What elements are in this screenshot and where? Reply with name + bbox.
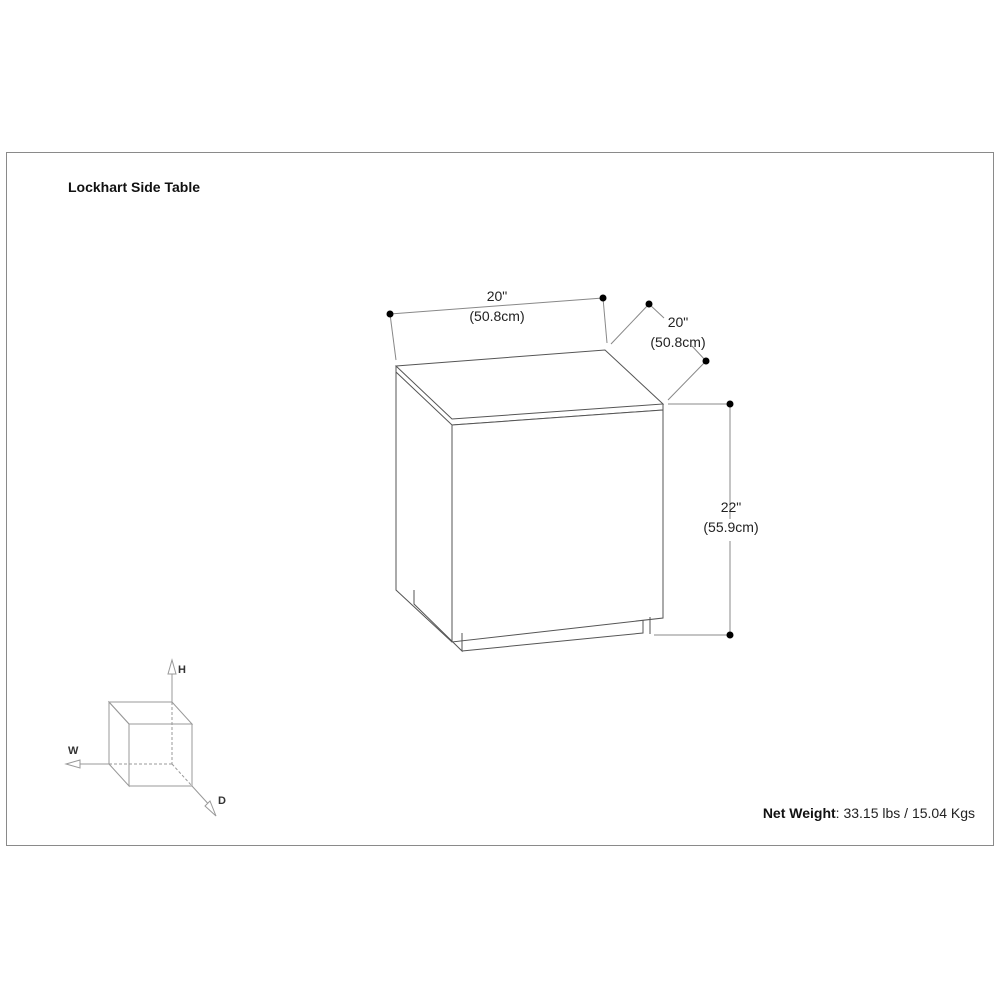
depth-dimension-endpoint [645, 300, 653, 308]
width-imperial: 20" [486, 288, 508, 304]
orientation-cube-icon [64, 658, 217, 817]
side-table-outline [394, 349, 665, 653]
height-dimension-label: 22" (55.9cm) [686, 497, 776, 537]
net-weight-value: : 33.15 lbs / 15.04 Kgs [835, 805, 975, 821]
width-dimension-endpoint [599, 294, 607, 302]
depth-metric: (50.8cm) [650, 334, 706, 350]
width-dimension-line [389, 297, 608, 361]
height-dimension-endpoint [726, 631, 734, 639]
net-weight: Net Weight: 33.15 lbs / 15.04 Kgs [763, 805, 975, 821]
width-dimension-label: 20" (50.8cm) [452, 286, 542, 326]
drawing-frame [6, 152, 994, 846]
width-dimension-endpoint [386, 310, 394, 318]
depth-dimension-label: 20" (50.8cm) [633, 312, 723, 352]
height-dimension-line [654, 403, 731, 636]
depth-imperial: 20" [667, 314, 689, 330]
axis-label-w: W [68, 745, 79, 757]
axis-label-d: D [218, 795, 226, 807]
depth-dimension-endpoint [702, 357, 710, 365]
height-dimension-endpoint [726, 400, 734, 408]
page-title: Lockhart Side Table [68, 179, 200, 195]
net-weight-label: Net Weight [762, 805, 836, 821]
height-metric: (55.9cm) [703, 519, 759, 535]
axis-label-h: H [178, 664, 186, 676]
height-imperial: 22" [720, 499, 742, 515]
width-metric: (50.8cm) [469, 308, 525, 324]
